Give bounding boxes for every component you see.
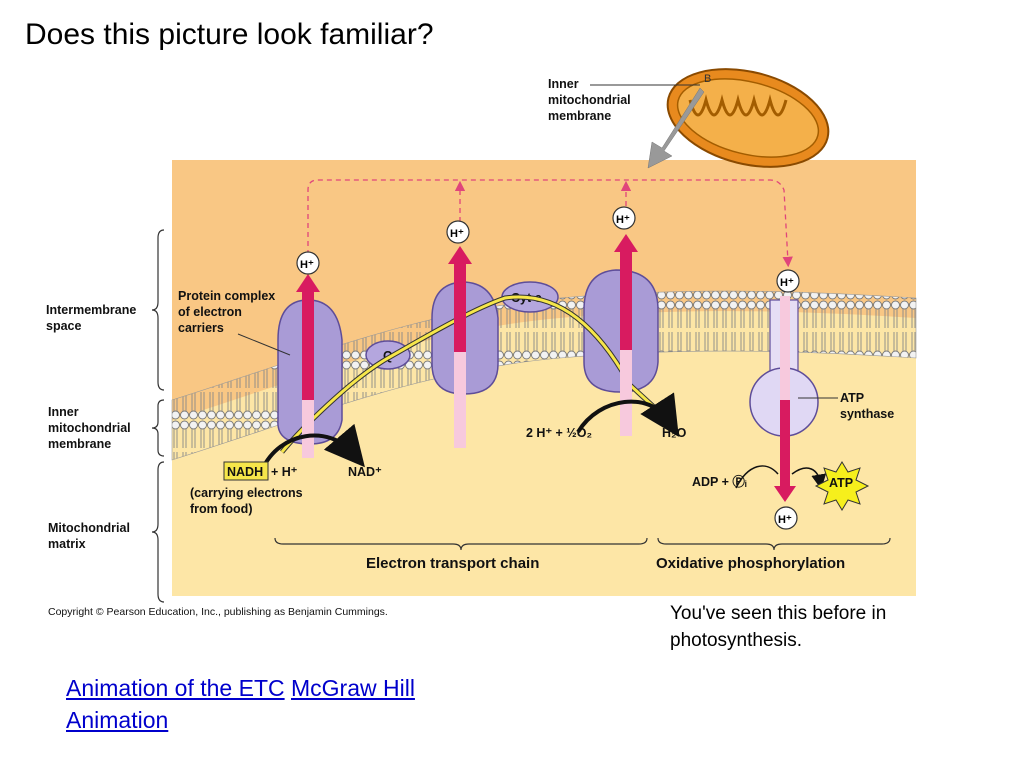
carrying-label: (carrying electrons from food) <box>190 486 306 516</box>
atp-reaction-arrow <box>735 465 779 489</box>
matrix-area <box>172 420 916 596</box>
copyright-text: Copyright © Pearson Education, Inc., pub… <box>48 606 388 618</box>
nadh-box <box>223 461 269 481</box>
atp-label: ATP <box>829 476 853 490</box>
animation-links: Animation of the ETC McGraw Hill Animati… <box>66 672 486 736</box>
atp-burst <box>814 461 870 511</box>
h-plus-5: H⁺ <box>778 514 792 526</box>
proton-pump-arrows <box>296 234 796 502</box>
atp-synthase-label: ATP synthase <box>840 391 894 421</box>
h-plus-4: H⁺ <box>780 277 794 289</box>
water-label: H₂O <box>662 426 687 440</box>
h-plus-3: H⁺ <box>616 214 630 226</box>
oxygen-label: 2 H⁺ + ½O₂ <box>526 426 592 440</box>
adp-pi-label: ADP + Ⓟᵢ <box>692 474 747 489</box>
nad-plus-label: NAD⁺ <box>348 465 382 479</box>
water-reaction-arrow <box>576 392 679 437</box>
inner-membrane-callout: Inner mitochondrial membrane <box>548 77 634 123</box>
region-braces <box>151 229 165 603</box>
mcgraw-hill-link[interactable]: McGraw Hill Animation <box>66 675 415 733</box>
chain-brackets <box>274 537 891 551</box>
nadh-label: NADH <box>227 465 263 479</box>
oxphos-label: Oxidative phosphorylation <box>656 555 845 572</box>
h-plus-markers <box>296 206 800 530</box>
nadh-plus-label: + H⁺ <box>271 465 298 479</box>
inner-membrane-label: Inner mitochondrial membrane <box>48 405 134 451</box>
intermembrane-label: Intermembrane space <box>46 303 140 333</box>
animation-etc-link[interactable]: Animation of the ETC <box>66 675 285 701</box>
etc-label: Electron transport chain <box>366 555 539 572</box>
protein-complex-label: Protein complex of electron carriers <box>178 289 279 335</box>
nadh-reaction-arrow <box>260 423 365 471</box>
callout-arrow <box>647 87 705 169</box>
h-plus-1: H⁺ <box>300 259 314 271</box>
callout-small-label: B <box>704 73 711 85</box>
proton-circulation-path <box>307 179 793 268</box>
mitochondrion-icon <box>666 68 830 168</box>
matrix-label: Mitochondrial matrix <box>48 521 133 551</box>
photosynthesis-note: You've seen this before in photosynthesi… <box>670 603 887 651</box>
slide-title: Does this picture look familiar? <box>25 18 434 51</box>
etc-diagram: B Inner mitochondrial membrane Intermemb… <box>46 68 917 618</box>
lipid-bilayer <box>171 290 917 461</box>
h-plus-2: H⁺ <box>450 228 464 240</box>
